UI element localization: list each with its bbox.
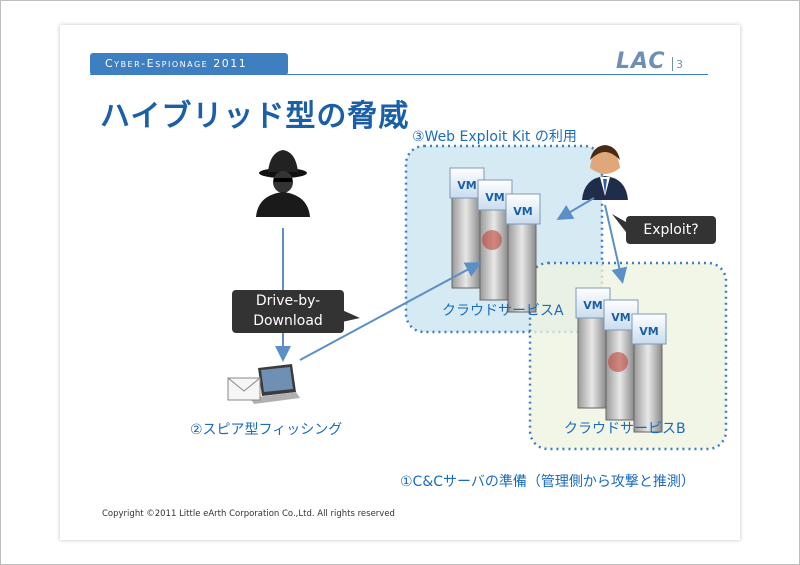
cloud-service-a-label: クラウドサービスA <box>442 303 564 319</box>
exploit-kit-label: ③Web Exploit Kit の利用 <box>412 129 577 145</box>
vm-label: VM <box>513 205 532 218</box>
header-divider <box>90 74 708 75</box>
header-badge: Cyber-Espionage 2011 <box>90 53 288 75</box>
drive-by-download-callout: Drive-by- Download <box>232 290 344 333</box>
vm-label: VM <box>583 299 602 312</box>
user-icon <box>582 145 628 200</box>
copyright-footer: Copyright ©2011 Little eArth Corporation… <box>102 509 395 519</box>
vm-label: VM <box>485 191 504 204</box>
cc-server-label: ①C&Cサーバの準備（管理側から攻撃と推測） <box>400 474 695 490</box>
malware-mark-a <box>482 230 502 250</box>
page-separator <box>672 57 673 71</box>
server-stack-b: VM VM VM <box>575 287 667 433</box>
exploit-callout: Exploit? <box>626 216 716 244</box>
malware-mark-b <box>608 352 628 372</box>
callout-pointer-drive-by <box>342 310 360 322</box>
cloud-service-b-label: クラウドサービスB <box>564 421 686 437</box>
vm-label: VM <box>457 179 476 192</box>
drive-by-line-1: Drive-by- <box>255 293 321 309</box>
drive-by-line-2: Download <box>253 313 323 329</box>
hacker-icon <box>256 150 310 217</box>
company-logo: LAC <box>616 49 666 74</box>
arrow-laptop-to-cloud-a <box>299 262 482 361</box>
spear-phishing-label: ②スピア型フィッシング <box>190 422 343 438</box>
page-number: 3 <box>676 58 683 71</box>
arrow-user-to-cloud-b <box>604 204 628 284</box>
laptop-mail-icon <box>227 364 300 404</box>
callout-pointer-exploit <box>612 214 626 232</box>
vm-label: VM <box>611 311 630 324</box>
slide-title: ハイブリッド型の脅威 <box>100 99 410 134</box>
arrow-user-to-cloud-a <box>556 197 595 221</box>
vm-label: VM <box>639 325 658 338</box>
